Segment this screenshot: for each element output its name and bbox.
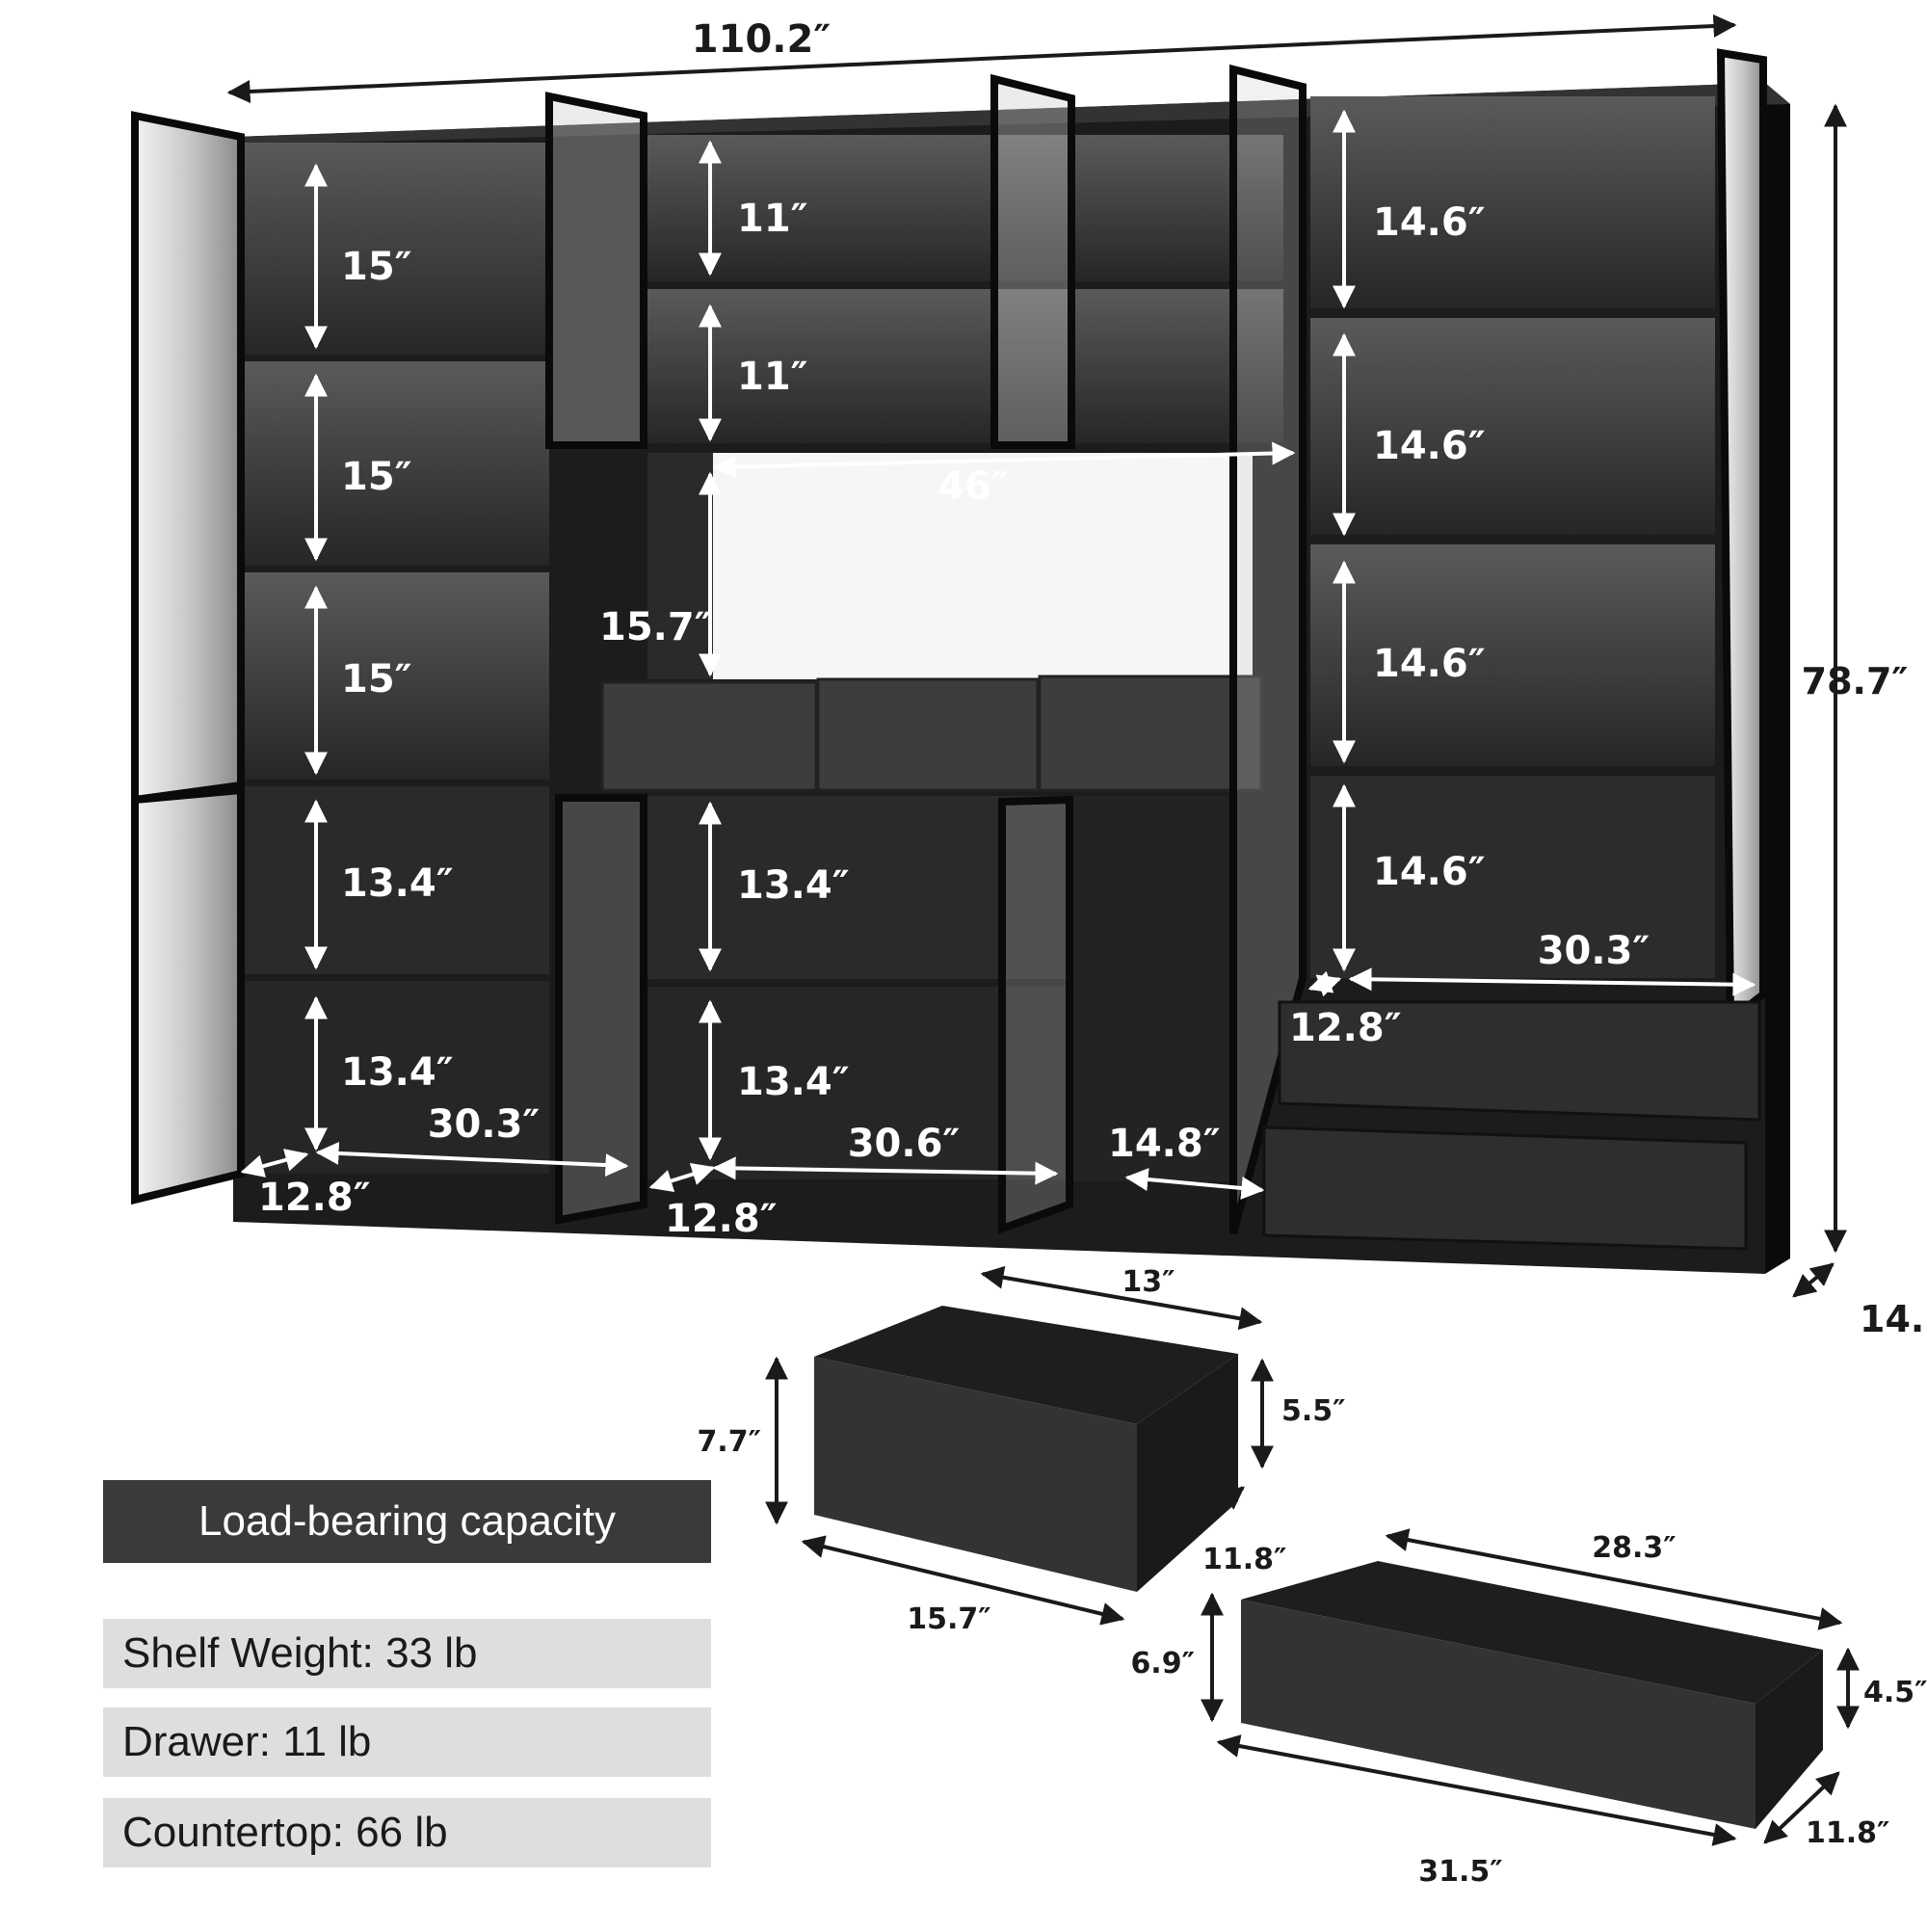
dimension-lines-dark <box>226 13 1860 1846</box>
load-item-shelf: Shelf Weight: 33 lb <box>103 1619 711 1688</box>
mid-upper-cell-1 <box>647 135 1283 281</box>
label-large-drawer-depth: 11.8″ <box>1806 1816 1889 1850</box>
right-cell-1 <box>1310 96 1715 308</box>
counter-drawer-2 <box>816 677 1040 792</box>
label-right-width: 30.3″ <box>1538 929 1650 973</box>
label-right-h1: 14.6″ <box>1373 200 1486 245</box>
middle-upper <box>545 73 1283 792</box>
load-bearing-title: Load-bearing capacity <box>103 1480 711 1563</box>
label-mid-upper-h2: 11″ <box>737 355 808 399</box>
label-mid-depth: 12.8″ <box>665 1197 778 1241</box>
label-mid-upper-h1: 11″ <box>737 197 808 241</box>
label-left-h4: 13.4″ <box>341 861 454 906</box>
label-large-drawer-width-front: 31.5″ <box>1418 1855 1502 1889</box>
narrow-cell <box>1071 796 1235 1181</box>
mid-upper-glass-door-right <box>990 73 1075 449</box>
label-small-drawer-width-top: 13″ <box>1122 1265 1175 1299</box>
label-large-drawer-width-top: 28.3″ <box>1592 1531 1676 1565</box>
label-left-h2: 15″ <box>341 455 412 499</box>
label-overall-height: 78.7″ <box>1802 660 1909 702</box>
small-drawer-back <box>814 1306 1238 1424</box>
dimension-labels-dark: 110.2″ 78.7″ 14.2″ 13″ 7.7″ 5.5″ 11.8″ 1… <box>692 17 1927 1889</box>
right-cell-4 <box>1310 776 1715 978</box>
open-countertop-area <box>713 453 1253 679</box>
counter-drawer-1 <box>600 680 818 792</box>
left-cell-5 <box>241 981 549 1174</box>
label-overall-width: 110.2″ <box>692 17 831 62</box>
right-cell-3 <box>1310 544 1715 766</box>
label-left-h1: 15″ <box>341 245 412 289</box>
label-right-h3: 14.6″ <box>1373 642 1486 686</box>
left-glass-door-upper <box>131 111 245 805</box>
label-mid-lower-h2: 13.4″ <box>737 1060 850 1104</box>
left-cell-3 <box>241 572 549 780</box>
label-mid-lower-h1: 13.4″ <box>737 863 850 908</box>
label-left-width: 30.3″ <box>428 1102 541 1147</box>
right-cell-2 <box>1310 318 1715 535</box>
right-drawer-upper <box>1278 1000 1761 1122</box>
label-overall-depth: 14.2″ <box>1860 1298 1927 1340</box>
right-drawer-lower <box>1262 1125 1748 1251</box>
label-mid-width: 30.6″ <box>848 1122 961 1166</box>
dimension-lines-light <box>240 109 1756 1200</box>
dimension-labels-light: 15″ 15″ 15″ 13.4″ 13.4″ 30.3″ 12.8″ 11″ … <box>258 197 1650 1241</box>
right-glass-door-right <box>1716 48 1767 1028</box>
label-small-drawer-width-front: 15.7″ <box>907 1602 990 1636</box>
load-item-countertop: Countertop: 66 lb <box>103 1798 711 1867</box>
right-column <box>1229 48 1767 1251</box>
label-narrow-width: 14.8″ <box>1108 1122 1221 1166</box>
label-small-drawer-height-inner: 5.5″ <box>1281 1394 1346 1428</box>
label-open-width: 46″ <box>937 464 1009 509</box>
small-drawer-illustration <box>814 1306 1238 1592</box>
cabinet-side-panel <box>1765 83 1790 1274</box>
mid-upper-cell-2 <box>647 289 1283 443</box>
left-cell-2 <box>241 361 549 566</box>
label-small-drawer-depth: 11.8″ <box>1202 1543 1286 1576</box>
mid-upper-glass-door-left <box>545 92 647 449</box>
label-right-depth: 12.8″ <box>1289 1006 1402 1050</box>
left-cell-4 <box>241 786 549 974</box>
left-column <box>131 111 549 1205</box>
label-large-drawer-height-outer: 6.9″ <box>1130 1647 1195 1681</box>
mid-lower-glass-door-left <box>555 794 647 1225</box>
label-open-height: 15.7″ <box>599 605 712 649</box>
middle-lower <box>555 794 1235 1234</box>
load-item-drawer: Drawer: 11 lb <box>103 1707 711 1777</box>
mid-lower-glass-door-right <box>998 795 1073 1234</box>
left-cell-1 <box>241 143 549 355</box>
label-left-depth: 12.8″ <box>258 1176 371 1220</box>
label-left-h3: 15″ <box>341 657 412 701</box>
label-right-h4: 14.6″ <box>1373 850 1486 894</box>
left-glass-door-lower <box>131 785 245 1205</box>
small-drawer-front <box>814 1357 1137 1592</box>
label-right-h2: 14.6″ <box>1373 424 1486 468</box>
label-small-drawer-height-outer: 7.7″ <box>697 1425 761 1459</box>
counter-drawer-3 <box>1038 675 1263 792</box>
label-left-h5: 13.4″ <box>341 1050 454 1095</box>
label-large-drawer-height-inner: 4.5″ <box>1863 1676 1927 1709</box>
